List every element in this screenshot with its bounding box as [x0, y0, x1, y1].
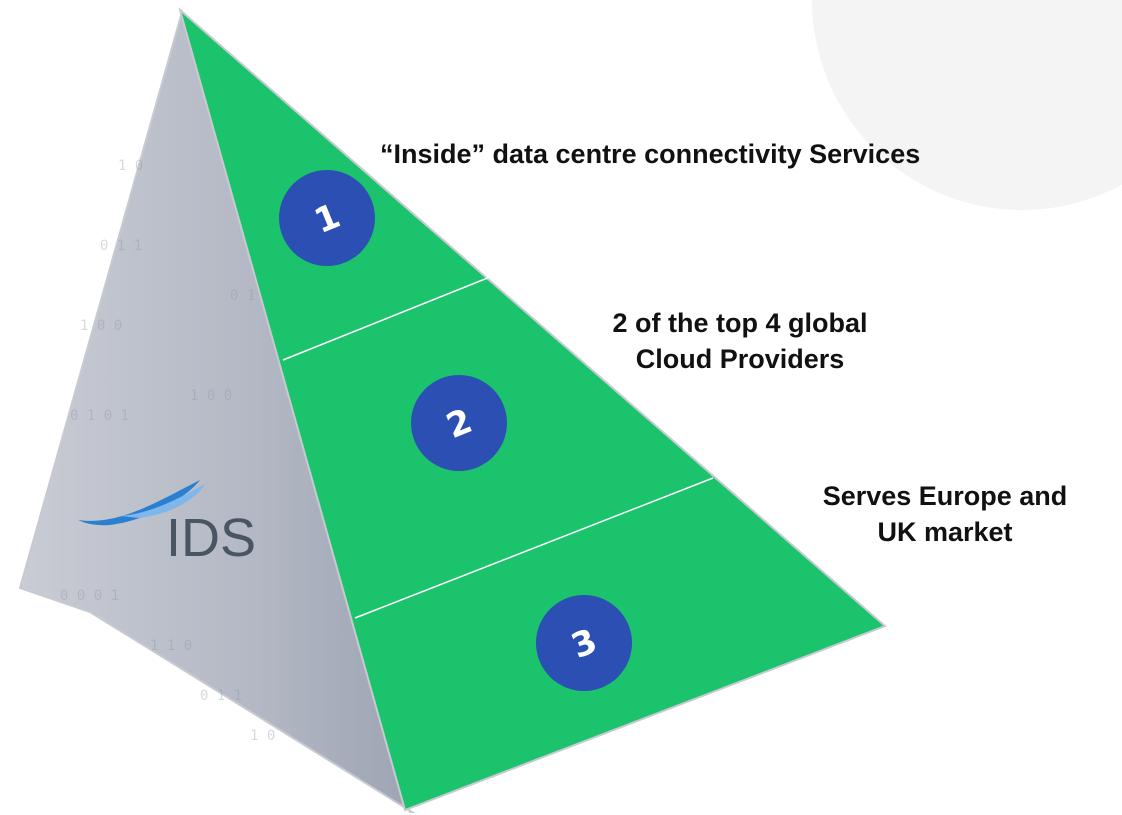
tier-badge-2: 2: [411, 375, 507, 471]
svg-text:1 0: 1 0: [118, 158, 143, 174]
tier-divider-1: [282, 276, 491, 361]
svg-text:0 1 0 1: 0 1 0 1: [70, 408, 129, 424]
svg-text:1 0 0: 1 0 0: [80, 318, 122, 334]
tier-badge-3: 3: [536, 595, 632, 691]
tier-label-line: “Inside” data centre connectivity Servic…: [380, 139, 921, 169]
data-stream-pattern: 1 0 0 1 1 1 0 0 0 1 0 1 0 0 0 1 1 1 0 0 …: [60, 158, 275, 744]
ids-logo-text: IDS: [166, 508, 256, 568]
tier-label-3: Serves Europe and UK market: [770, 478, 1120, 550]
tier-label-line: Cloud Providers: [635, 344, 845, 374]
tier-divider-2: [354, 477, 714, 619]
tier-label-line: Serves Europe and: [822, 481, 1068, 511]
svg-text:1 1 0: 1 1 0: [150, 638, 192, 654]
svg-text:0 1 1: 0 1 1: [200, 688, 242, 704]
tier-badge-1: 1: [279, 170, 375, 266]
svg-text:0 0 0 1: 0 0 0 1: [60, 588, 119, 604]
tier-label-line: 2 of the top 4 global: [612, 308, 868, 338]
svg-text:1 0: 1 0: [250, 728, 275, 744]
tier-label-2: 2 of the top 4 global Cloud Providers: [560, 305, 920, 377]
svg-text:0 1: 0 1: [230, 288, 255, 304]
tier-label-1: “Inside” data centre connectivity Servic…: [380, 136, 1060, 172]
ids-logo-swoosh-icon: [78, 480, 205, 526]
svg-text:1 0 0: 1 0 0: [190, 388, 232, 404]
tier-label-line: UK market: [877, 517, 1013, 547]
svg-text:0 1 1: 0 1 1: [100, 238, 142, 254]
